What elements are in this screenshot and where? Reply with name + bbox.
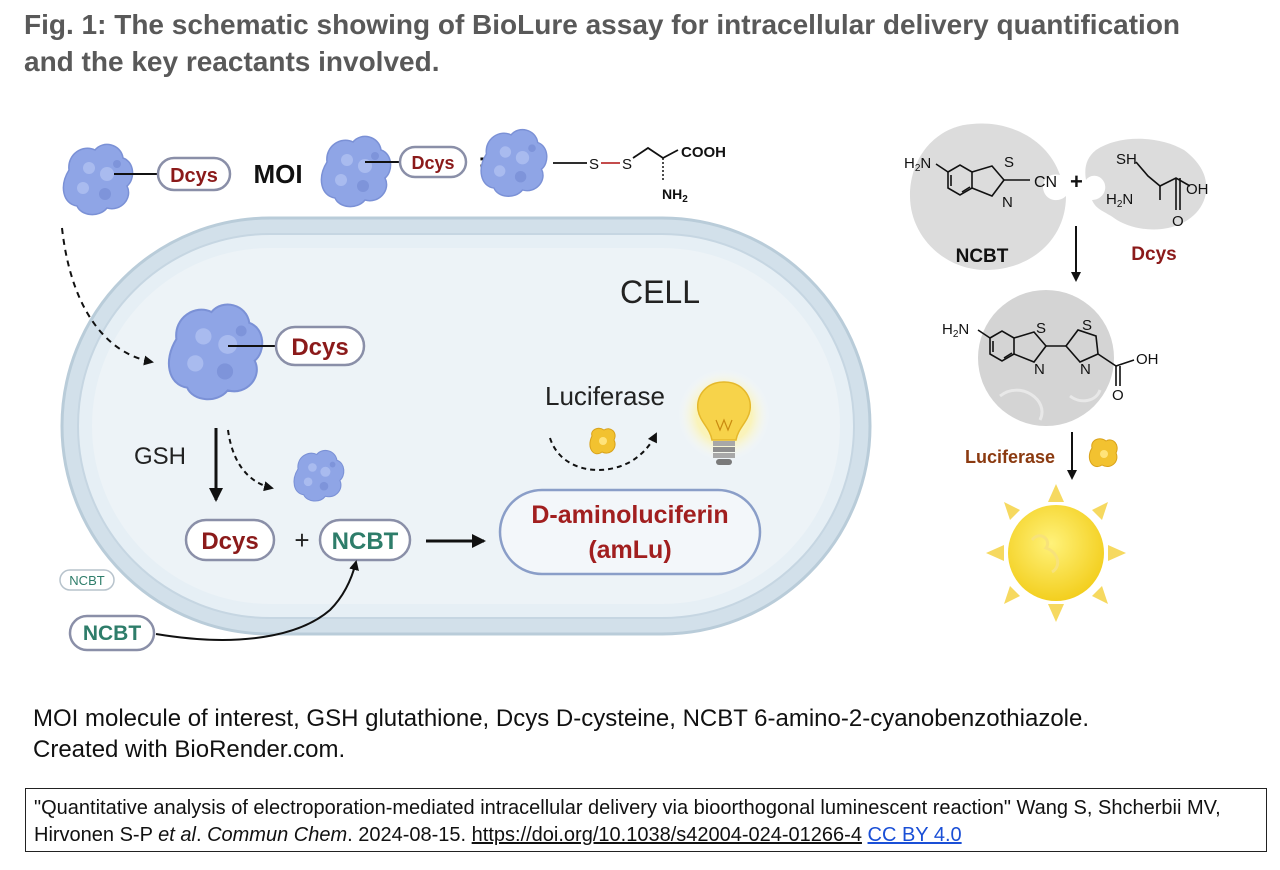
dcys-h2n: H2N	[1106, 191, 1133, 210]
amlu-structure	[977, 329, 1135, 386]
ncbt-small-tag	[59, 569, 115, 591]
right-plus-sign: +	[1070, 169, 1083, 194]
released-moi-arrow	[227, 429, 274, 492]
ncbt-sulfur: S	[1004, 154, 1014, 171]
figure-title: Fig. 1: The schematic showing of BioLure…	[24, 6, 1254, 80]
puzzle-seam	[1069, 389, 1102, 403]
amlu-o: O	[1112, 387, 1124, 404]
figure-title-line2: and the key reactants involved.	[24, 46, 440, 77]
ncbt-h2n: H2N	[904, 155, 931, 174]
amlu-nitrogen2: N	[1080, 361, 1091, 378]
citation-et-al: et al	[158, 824, 196, 846]
figure-caption: MOI molecule of interest, GSH glutathion…	[33, 703, 1089, 765]
ncbt-pill	[318, 518, 412, 562]
cell-label: CELL	[620, 274, 700, 310]
luciferase-arrow	[549, 432, 657, 471]
product-abbrev: (amLu)	[588, 536, 671, 564]
citation-license-link[interactable]: CC BY 4.0	[867, 824, 962, 846]
moi-protein-top	[62, 143, 134, 216]
citation-date: . 2024-08-15.	[347, 824, 472, 846]
gsh-label: GSH	[134, 443, 186, 470]
moi-label: MOI	[253, 159, 302, 189]
light-bulb-icon	[678, 369, 770, 465]
ncbt-puzzle-piece	[910, 123, 1066, 271]
dcys-tag-cell	[274, 325, 366, 367]
amlu-sulfur2: S	[1082, 317, 1092, 334]
moi-protein-intracellular	[167, 303, 264, 401]
dcys-sh: SH	[1116, 151, 1137, 168]
moi-protein-definition	[320, 135, 392, 208]
dcys-o: O	[1172, 213, 1184, 230]
ncbt-outside-label: NCBT	[83, 622, 141, 645]
ncbt-nitrogen: N	[1002, 194, 1013, 211]
citation-journal: Commun Chem	[207, 824, 348, 846]
cysteine-backbone	[632, 146, 679, 160]
puzzle-seam	[999, 388, 1044, 421]
product-box	[498, 488, 762, 576]
caption-line1: MOI molecule of interest, GSH glutathion…	[33, 705, 1090, 732]
dcys-pill	[184, 518, 276, 562]
released-moi-protein	[293, 449, 345, 502]
citation-sep: .	[195, 824, 208, 846]
amlu-oh: OH	[1136, 351, 1159, 368]
amlu-h2n: H2N	[942, 321, 969, 340]
sun-icon	[986, 484, 1126, 622]
moi-protein-structure	[480, 128, 548, 197]
ncbt-pill-label: NCBT	[332, 528, 399, 555]
product-name: D-aminoluciferin	[531, 501, 728, 529]
dcys-tag-cell-label: Dcys	[291, 334, 348, 361]
entry-arrow	[61, 227, 154, 366]
nh2-label: NH2	[662, 186, 688, 205]
biolure-schematic: Dcys MOI Dcys = S S COOH NH2 CELL Dcys G…	[59, 123, 1209, 652]
sulfur-right: S	[622, 156, 632, 173]
ncbt-structure	[935, 163, 1030, 197]
luciferase-enzyme-icon	[589, 427, 616, 455]
right-luciferase-enzyme-icon	[1088, 438, 1118, 467]
dcys-oh: OH	[1186, 181, 1209, 198]
luciferase-label: Luciferase	[545, 381, 665, 411]
dcys-pill-label: Dcys	[201, 528, 258, 555]
cooh-label: COOH	[681, 144, 726, 161]
dcys-structure	[1135, 161, 1191, 210]
ncbt-small-label: NCBT	[69, 573, 104, 588]
dcys-tag-moi	[398, 145, 468, 179]
ncbt-label: NCBT	[956, 246, 1009, 267]
citation-text: "Quantitative analysis of electroporatio…	[34, 797, 1221, 846]
plus-sign: +	[294, 525, 309, 555]
ncbt-outside-tag	[68, 614, 156, 652]
right-luciferase-label: Luciferase	[965, 447, 1055, 467]
ncbt-cn: CN	[1034, 174, 1057, 191]
citation-doi-link[interactable]: https://doi.org/10.1038/s42004-024-01266…	[471, 824, 862, 846]
dcys-tag-moi-label: Dcys	[411, 153, 454, 173]
dcys-tag-top-label: Dcys	[170, 165, 218, 187]
dcys-tag-top	[156, 156, 232, 192]
figure-title-line1: Fig. 1: The schematic showing of BioLure…	[24, 9, 1181, 40]
caption-line2: Created with BioRender.com.	[33, 736, 346, 763]
amlu-sulfur1: S	[1036, 320, 1046, 337]
dcys-label: Dcys	[1131, 244, 1176, 265]
amlu-nitrogen1: N	[1034, 361, 1045, 378]
ncbt-uptake-arrow	[155, 560, 359, 641]
sulfur-left: S	[589, 156, 599, 173]
citation-box: "Quantitative analysis of electroporatio…	[25, 788, 1267, 852]
